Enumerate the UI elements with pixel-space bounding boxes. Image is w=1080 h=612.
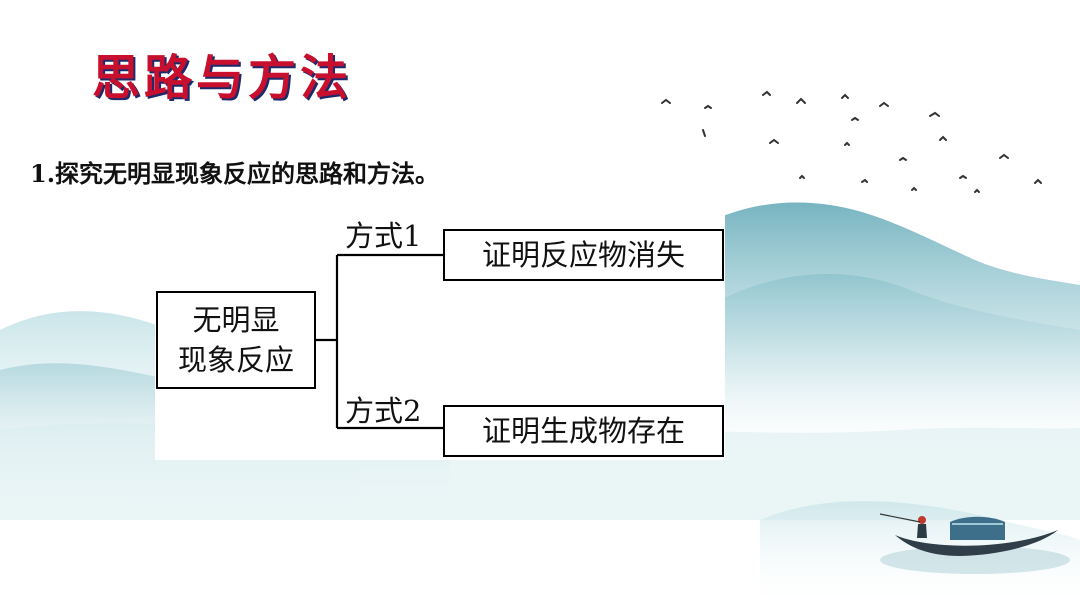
section-heading: 1.探究无明显现象反应的思路和方法。 [30,159,440,188]
root-node-line2: 现象反应 [177,343,294,377]
root-node-box: 无明显 现象反应 [156,291,316,389]
diagram-panel: 无明显 现象反应 方式1 证明反应物消失 方式2 证明生成物存在 [155,210,725,460]
method-1-result-box: 证明反应物消失 [443,229,724,281]
method-1-label: 方式1 [345,219,422,253]
method-2-result-box: 证明生成物存在 [443,405,724,457]
method-2-label: 方式2 [345,394,422,428]
page-title: 思路与方法 [92,50,353,106]
branch-connectors [316,253,443,430]
root-node-line1: 无明显 [192,303,280,337]
